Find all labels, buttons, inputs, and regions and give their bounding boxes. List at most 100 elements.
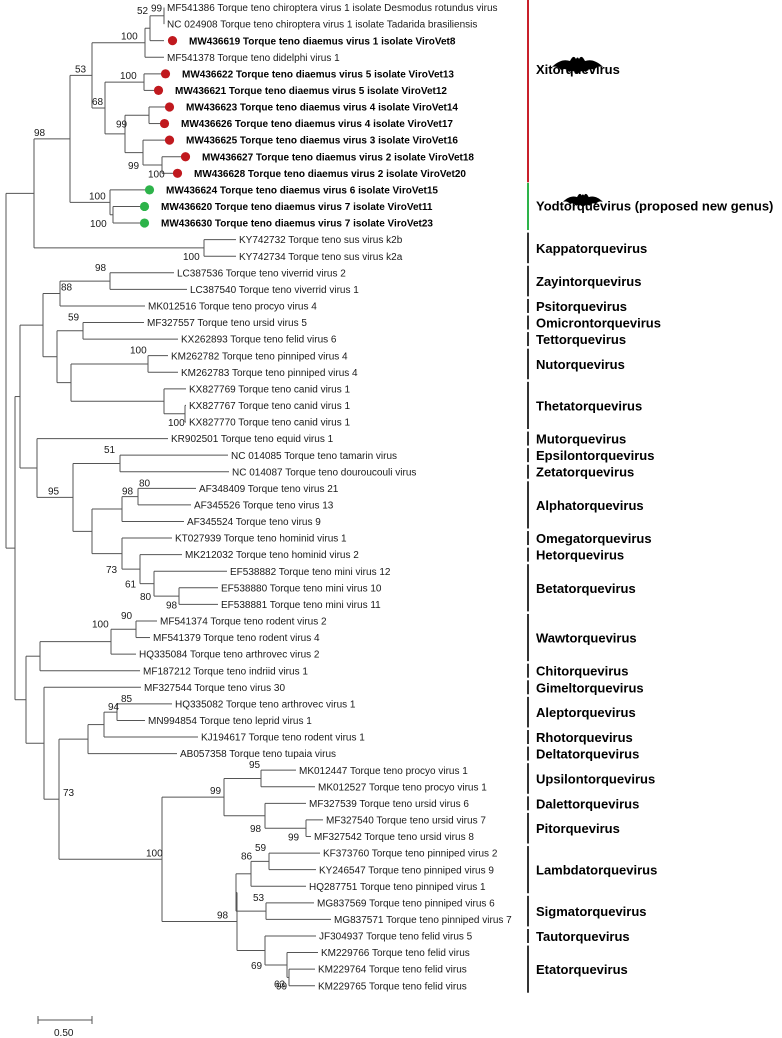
genus-label: Kappatorquevirus (536, 241, 647, 256)
genus-label: Hetorquevirus (536, 548, 624, 563)
bootstrap-value: 100 (130, 346, 147, 357)
leaf-label: KX262893 Torque teno felid virus 6 (181, 335, 337, 346)
leaf-label: MW436619 Torque teno diaemus virus 1 iso… (189, 36, 456, 47)
genus-label: Dalettorquevirus (536, 796, 639, 811)
genus-label: Lambdatorquevirus (536, 863, 657, 878)
genus-label: Wawtorquevirus (536, 631, 637, 646)
leaf-label: MG837571 Torque teno pinniped virus 7 (334, 915, 512, 926)
leaf-label: KM262783 Torque teno pinniped virus 4 (181, 368, 358, 379)
bootstrap-value: 100 (148, 169, 165, 180)
bootstrap-value: 63 (274, 979, 286, 990)
genus-label: Rhotorquevirus (536, 730, 633, 745)
bootstrap-value: 100 (90, 219, 107, 230)
genus-label: Nutorquevirus (536, 357, 625, 372)
red-isolate-marker (164, 135, 175, 145)
leaf-label: MF541374 Torque teno rodent virus 2 (160, 617, 327, 628)
leaf-label: NC 024908 Torque teno chiroptera virus 1… (167, 20, 477, 31)
genus-label: Epsilontorquevirus (536, 448, 654, 463)
bootstrap-value: 98 (95, 263, 107, 274)
genus-label: Etatorquevirus (536, 962, 628, 977)
bootstrap-value: 100 (121, 32, 138, 43)
leaf-label: MF327544 Torque teno virus 30 (144, 683, 285, 694)
bootstrap-value: 99 (276, 982, 288, 993)
leaf-label: MF327539 Torque teno ursid virus 6 (309, 799, 469, 810)
genus-label: Sigmatorquevirus (536, 904, 647, 919)
leaf-label: KX827767 Torque teno canid virus 1 (189, 401, 350, 412)
leaf-label: KY742732 Torque teno sus virus k2b (239, 235, 403, 246)
leaf-label: MF327557 Torque teno ursid virus 5 (147, 318, 307, 329)
bootstrap-value: 99 (151, 4, 163, 15)
bootstrap-value: 99 (116, 120, 128, 131)
bootstrap-value: 73 (106, 565, 118, 576)
leaf-label: EF538881 Torque teno mini virus 11 (221, 600, 381, 611)
bootstrap-values: 9952100100991009968531001009810098885910… (34, 4, 300, 993)
bootstrap-value: 80 (139, 478, 151, 489)
leaf-label: MW436620 Torque teno diaemus virus 7 iso… (161, 202, 433, 213)
bootstrap-value: 59 (255, 843, 267, 854)
genus-label: Betatorquevirus (536, 581, 636, 596)
leaf-label: KT027939 Torque teno hominid virus 1 (175, 534, 347, 545)
leaf-label: MK212032 Torque teno hominid virus 2 (185, 550, 359, 561)
leaf-labels: MF541386 Torque teno chiroptera virus 1 … (139, 3, 512, 992)
leaf-label: MF541379 Torque teno rodent virus 4 (153, 633, 320, 644)
leaf-label: MK012516 Torque teno procyo virus 4 (148, 302, 317, 313)
leaf-label: KM262782 Torque teno pinniped virus 4 (171, 351, 348, 362)
leaf-label: MW436624 Torque teno diaemus virus 6 iso… (166, 185, 438, 196)
genus-label: Omegatorquevirus (536, 531, 652, 546)
red-isolate-marker (164, 102, 175, 112)
bootstrap-value: 73 (63, 788, 75, 799)
bootstrap-value: 86 (241, 851, 253, 862)
red-isolate-marker (172, 168, 183, 178)
bootstrap-value: 85 (121, 694, 133, 705)
leaf-label: MW436630 Torque teno diaemus virus 7 iso… (161, 219, 433, 230)
leaf-label: EF538882 Torque teno mini virus 12 (230, 567, 391, 578)
leaf-label: KX827769 Torque teno canid virus 1 (189, 384, 350, 395)
bat-silhouette-icon (563, 193, 603, 208)
leaf-label: HQ335084 Torque teno arthrovec virus 2 (139, 650, 320, 661)
bootstrap-value: 61 (125, 580, 137, 591)
leaf-label: KX827770 Torque teno canid virus 1 (189, 418, 350, 429)
bootstrap-value: 53 (253, 893, 265, 904)
genus-label: Thetatorquevirus (536, 398, 642, 413)
bootstrap-value: 51 (104, 445, 116, 456)
bootstrap-value: 94 (108, 702, 120, 713)
red-isolate-marker (153, 85, 164, 95)
leaf-label: MF541378 Torque teno didelphi virus 1 (167, 53, 340, 64)
bootstrap-value: 99 (128, 161, 140, 172)
bootstrap-value: 80 (140, 592, 152, 603)
bootstrap-value: 98 (217, 910, 229, 921)
leaf-label: MN994854 Torque teno leprid virus 1 (148, 716, 312, 727)
bat-silhouette-icon (552, 56, 603, 74)
red-isolate-marker (180, 152, 191, 162)
genus-label: Zayintorquevirus (536, 274, 641, 289)
bootstrap-value: 98 (34, 128, 46, 139)
genus-label: Pitorquevirus (536, 821, 620, 836)
bootstrap-value: 95 (48, 486, 60, 497)
green-isolate-marker (139, 218, 150, 228)
leaf-label: MW436626 Torque teno diaemus virus 4 iso… (181, 119, 453, 130)
leaf-label: KM229765 Torque teno felid virus (318, 981, 467, 992)
genus-label: Alphatorquevirus (536, 498, 644, 513)
green-isolate-marker (144, 185, 155, 195)
bootstrap-value: 100 (92, 619, 109, 630)
isolate-markers (139, 36, 191, 228)
genus-label: Tautorquevirus (536, 929, 630, 944)
leaf-label: KY246547 Torque teno pinniped virus 9 (319, 865, 494, 876)
leaf-label: MG837569 Torque teno pinniped virus 6 (317, 898, 495, 909)
leaf-label: KM229766 Torque teno felid virus (321, 948, 470, 959)
bootstrap-value: 100 (146, 848, 163, 859)
genus-label: Deltatorquevirus (536, 747, 639, 762)
leaf-label: MW436627 Torque teno diaemus virus 2 iso… (202, 152, 474, 163)
leaf-label: MW436625 Torque teno diaemus virus 3 iso… (186, 136, 458, 147)
bootstrap-value: 99 (210, 786, 222, 797)
genus-label: Aleptorquevirus (536, 705, 636, 720)
tree-branches (5, 7, 331, 987)
leaf-label: MW436628 Torque teno diaemus virus 2 iso… (194, 169, 466, 180)
leaf-label: JF304937 Torque teno felid virus 5 (319, 932, 473, 943)
genus-label: Zetatorquevirus (536, 465, 634, 480)
leaf-label: MF327542 Torque teno ursid virus 8 (314, 832, 474, 843)
leaf-label: MK012447 Torque teno procyo virus 1 (299, 766, 468, 777)
leaf-label: MF187212 Torque teno indriid virus 1 (143, 666, 308, 677)
bootstrap-value: 100 (89, 191, 106, 202)
